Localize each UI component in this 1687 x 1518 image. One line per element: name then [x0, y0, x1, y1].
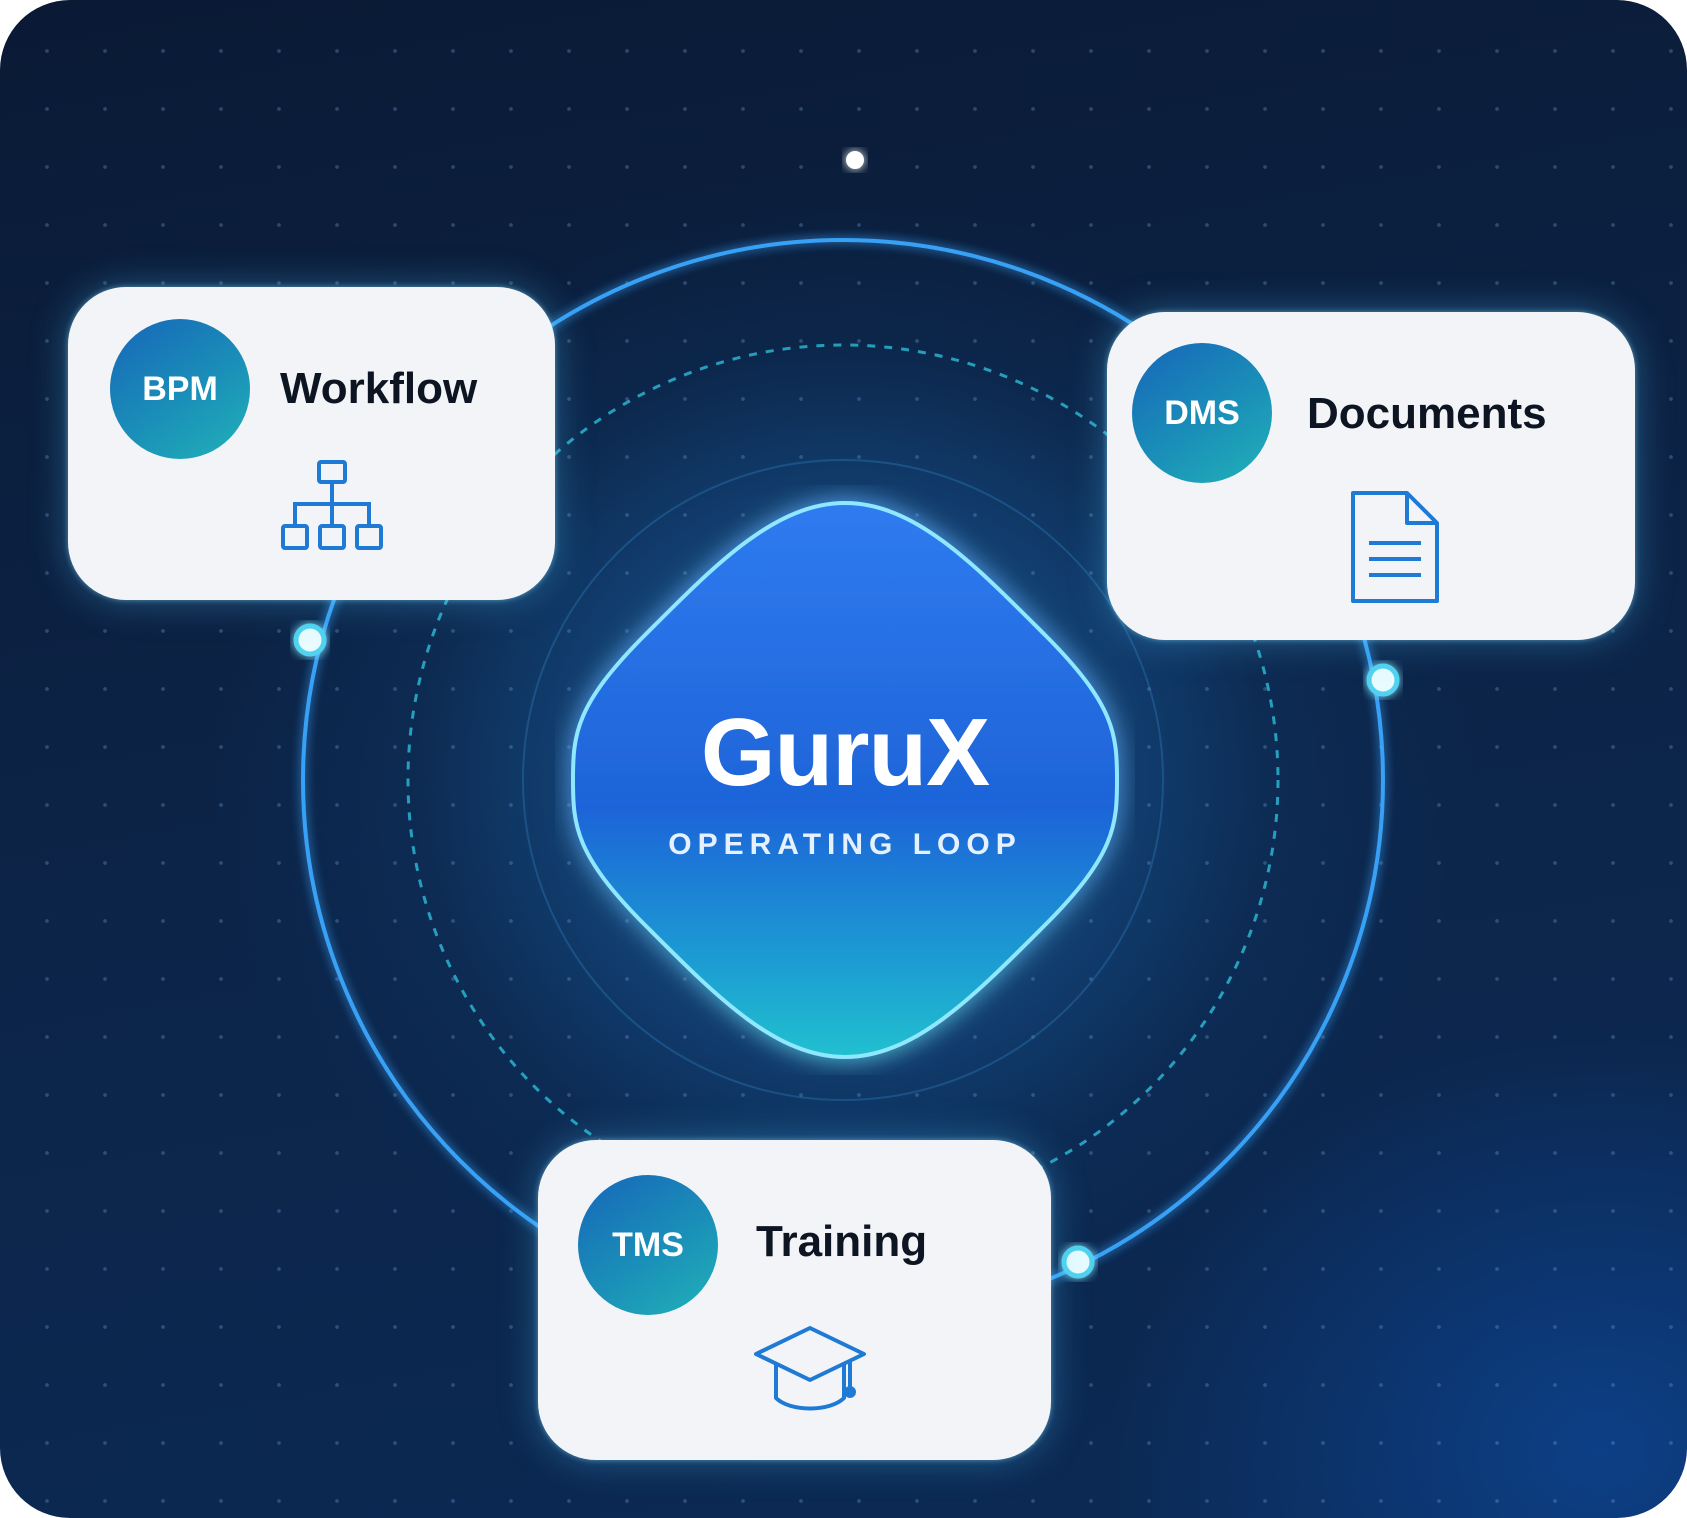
- badge-bpm: BPM: [110, 319, 250, 459]
- node-dot-dms: [1366, 663, 1400, 697]
- module-label-documents: Documents: [1307, 389, 1547, 438]
- module-label-workflow: Workflow: [280, 364, 478, 413]
- core-squircle: [570, 500, 1120, 1060]
- module-card-bpm[interactable]: BPM Workflow: [68, 287, 555, 600]
- module-label-training: Training: [756, 1217, 928, 1266]
- ring-spark: [846, 151, 864, 169]
- badge-tms: TMS: [578, 1175, 718, 1315]
- module-card-tms[interactable]: TMS Training: [538, 1140, 1051, 1460]
- badge-dms: DMS: [1132, 343, 1272, 483]
- node-dot-bpm: [293, 623, 327, 657]
- module-card-dms[interactable]: DMS Documents: [1107, 312, 1635, 640]
- graduation-cap-icon: [754, 1326, 866, 1411]
- core-halo-ring: [522, 459, 1164, 1101]
- gurux-core: GuruX OPERATING LOOP: [555, 485, 1135, 1075]
- org-chart-icon: [281, 460, 383, 550]
- core-title: GuruX: [700, 699, 990, 806]
- node-dot-tms: [1061, 1245, 1095, 1279]
- document-icon: [1351, 491, 1439, 603]
- core-subtitle: OPERATING LOOP: [668, 828, 1022, 861]
